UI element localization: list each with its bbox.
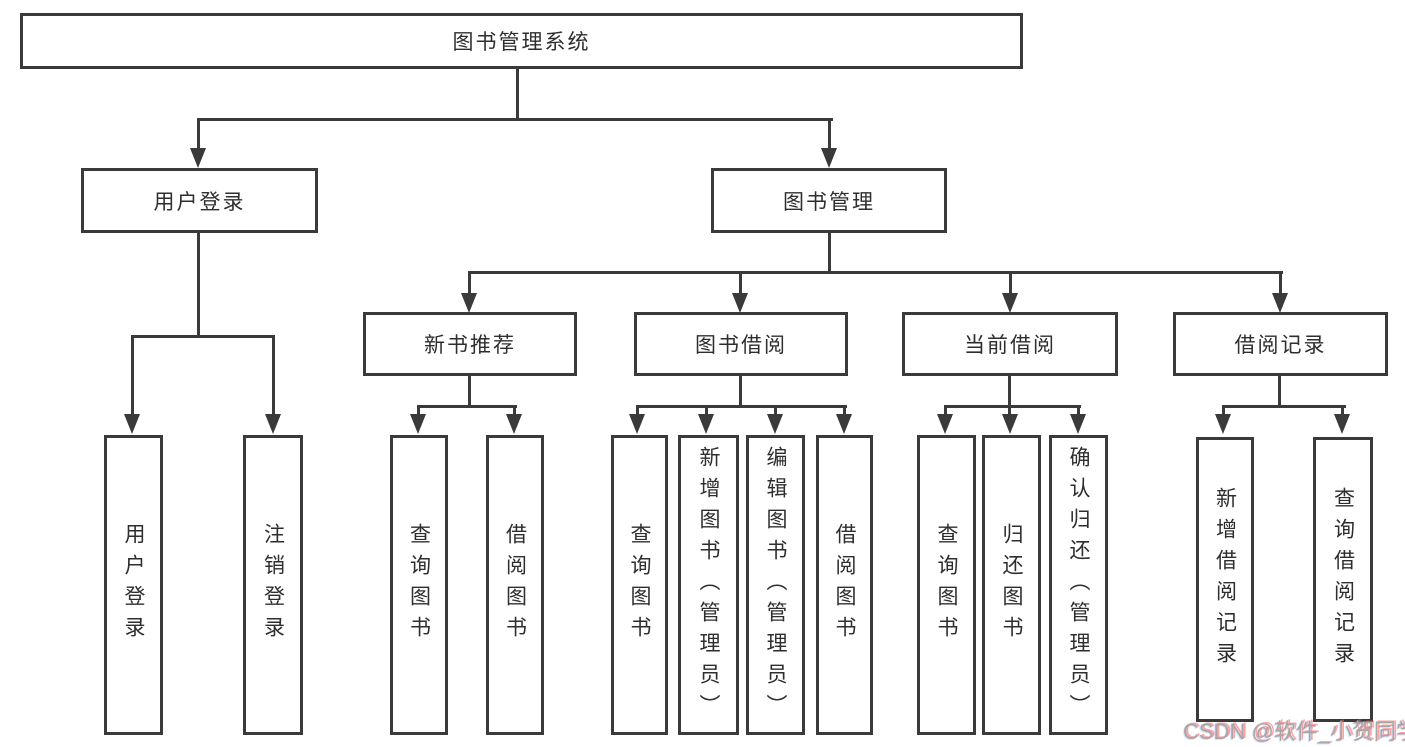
node-new-book-recommend: 新书推荐	[363, 312, 577, 376]
arrow-down-icon	[1272, 293, 1288, 313]
leaf-borrow-books: 借阅图书	[486, 435, 544, 735]
arrow-down-icon	[265, 414, 281, 434]
node-user-login: 用户登录	[81, 168, 318, 233]
node-library-system: 图书管理系统	[20, 13, 1023, 69]
leaf-add-books-admin: 新增图书（管理员）	[678, 435, 739, 735]
leaf-label: 查询借阅记录	[1331, 486, 1355, 673]
connector-line	[1008, 405, 1011, 416]
arrow-down-icon	[821, 148, 837, 168]
connector-line	[417, 405, 420, 416]
connector-line	[828, 118, 831, 151]
connector-line	[705, 405, 708, 416]
csdn-watermark: CSDN @软件_小贺同学	[1183, 719, 1405, 744]
leaf-label: 查询图书	[935, 523, 958, 647]
leaf-label: 确认归还（管理员）	[1067, 445, 1090, 725]
connector-line	[197, 118, 200, 151]
connector-line	[468, 271, 1283, 274]
leaf-query-borrow-record: 查询借阅记录	[1313, 437, 1373, 722]
connector-line	[1008, 376, 1011, 408]
connector-line	[636, 405, 847, 408]
leaf-user-login: 用户登录	[104, 435, 163, 735]
leaf-query-books: 查询图书	[390, 435, 448, 735]
leaf-query-books: 查询图书	[611, 435, 668, 735]
leaf-edit-books-admin: 编辑图书（管理员）	[746, 435, 805, 735]
node-book-management: 图书管理	[711, 168, 947, 233]
node-book-borrow: 图书借阅	[634, 312, 848, 376]
arrow-down-icon	[190, 148, 206, 168]
arrow-down-icon	[836, 414, 852, 434]
arrow-down-icon	[1002, 293, 1018, 313]
connector-line	[197, 233, 200, 338]
connector-line	[468, 271, 471, 294]
arrow-down-icon	[937, 414, 953, 434]
leaf-logout: 注销登录	[243, 435, 303, 735]
leaf-label: 编辑图书（管理员）	[764, 445, 787, 725]
connector-line	[516, 69, 519, 120]
connector-line	[417, 405, 517, 408]
connector-line	[1222, 405, 1346, 408]
connector-line	[1222, 405, 1225, 416]
arrow-down-icon	[506, 414, 522, 434]
node-label: 图书管理系统	[452, 31, 591, 54]
leaf-label: 用户登录	[122, 523, 145, 647]
connector-line	[828, 233, 831, 274]
leaf-label: 查询图书	[628, 523, 651, 647]
connector-line	[739, 271, 742, 294]
arrow-down-icon	[1070, 414, 1086, 434]
leaf-label: 注销登录	[261, 523, 285, 647]
connector-line	[1279, 271, 1282, 294]
connector-line	[944, 405, 947, 416]
connector-line	[272, 335, 275, 416]
connector-line	[131, 335, 134, 416]
connector-line	[843, 405, 846, 416]
connector-line	[1278, 376, 1281, 408]
connector-line	[513, 405, 516, 416]
arrow-down-icon	[1334, 414, 1350, 434]
connector-line	[1009, 271, 1012, 294]
connector-line	[636, 405, 639, 416]
leaf-label: 借阅图书	[833, 523, 856, 647]
connector-line	[774, 405, 777, 416]
leaf-label: 新增图书（管理员）	[697, 445, 720, 725]
connector-line	[944, 405, 1081, 408]
arrow-down-icon	[698, 414, 714, 434]
leaf-return-books: 归还图书	[982, 435, 1041, 735]
leaf-label: 新增借阅记录	[1213, 486, 1237, 673]
arrow-down-icon	[124, 414, 140, 434]
leaf-label: 查询图书	[407, 523, 431, 647]
leaf-query-books: 查询图书	[917, 435, 976, 735]
node-label: 新书推荐	[424, 334, 516, 357]
arrow-down-icon	[629, 414, 645, 434]
node-label: 当前借阅	[964, 334, 1056, 357]
arrow-down-icon	[461, 293, 477, 313]
connector-line	[1341, 405, 1344, 416]
connector-line	[739, 376, 742, 408]
node-label: 用户登录	[153, 190, 246, 214]
node-label: 图书管理	[783, 190, 875, 214]
leaf-add-borrow-record: 新增借阅记录	[1196, 437, 1254, 722]
node-current-borrow: 当前借阅	[902, 312, 1118, 376]
leaf-label: 借阅图书	[503, 523, 527, 647]
node-label: 借阅记录	[1234, 334, 1327, 357]
connector-line	[1077, 405, 1080, 416]
arrow-down-icon	[732, 293, 748, 313]
connector-line	[131, 335, 275, 338]
leaf-borrow-books: 借阅图书	[816, 435, 873, 735]
arrow-down-icon	[1215, 414, 1231, 434]
leaf-confirm-return-admin: 确认归还（管理员）	[1049, 435, 1108, 735]
arrow-down-icon	[1002, 414, 1018, 434]
arrow-down-icon	[767, 414, 783, 434]
arrow-down-icon	[410, 414, 426, 434]
connector-line	[468, 376, 471, 408]
connector-line	[197, 118, 833, 121]
node-borrow-records: 借阅记录	[1173, 312, 1388, 376]
node-label: 图书借阅	[695, 334, 787, 357]
leaf-label: 归还图书	[1000, 523, 1023, 647]
